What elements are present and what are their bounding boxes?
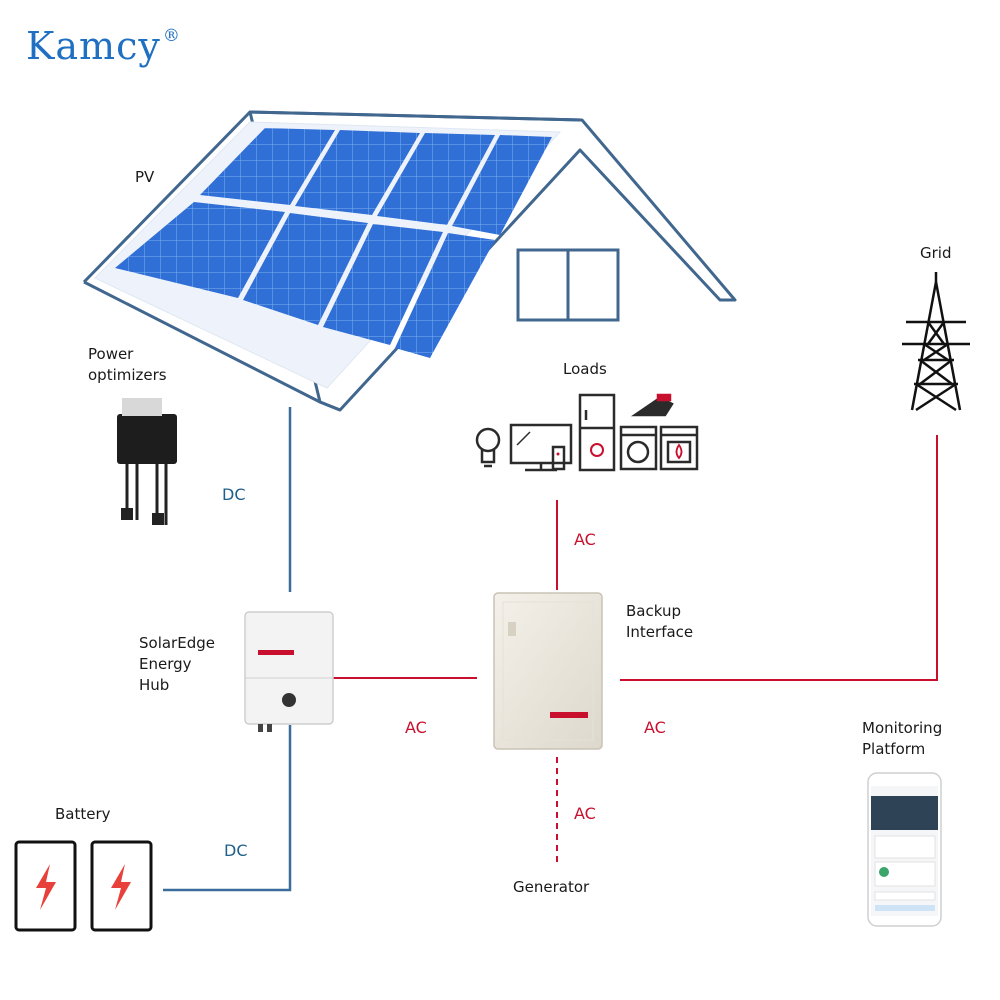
energy-hub-label: SolarEdge Energy Hub [139, 634, 215, 694]
grid-label: Grid [920, 244, 952, 262]
brand-name: Kamcy [26, 24, 161, 68]
monitor-icon [509, 423, 573, 472]
pv-panel [295, 130, 420, 215]
dc-label-bottom: DC [224, 841, 248, 860]
iron-icon [630, 393, 674, 417]
energy-hub-inverter [244, 611, 334, 732]
oven-icon [659, 425, 699, 471]
ac-label-loads: AC [574, 530, 596, 549]
ac-label-hub: AC [405, 718, 427, 737]
dc-label-top: DC [222, 485, 246, 504]
monitoring-phone [867, 772, 942, 927]
battery-label: Battery [55, 805, 111, 823]
lightning-bolt-icon [36, 864, 56, 910]
pv-panel [377, 133, 495, 225]
pv-panel [323, 224, 443, 345]
generator-label: Generator [513, 878, 590, 896]
house-window [516, 248, 620, 322]
remote-icon [551, 445, 566, 471]
ac-line-grid [620, 435, 938, 681]
pv-panel [452, 135, 552, 235]
pv-panel [115, 202, 285, 298]
brand-logo: Kamcy® [26, 24, 181, 68]
washing-machine-icon [619, 425, 658, 471]
ac-label-grid: AC [644, 718, 666, 737]
refrigerator-icon [578, 393, 616, 472]
pv-array [94, 121, 562, 389]
battery-pack [14, 840, 153, 932]
registered-mark: ® [162, 26, 181, 46]
backup-interface-label: Backup Interface [626, 602, 694, 641]
loads-label: Loads [563, 360, 607, 378]
pv-panel [395, 233, 495, 358]
transmission-tower-icon [902, 272, 970, 412]
monitoring-platform-label: Monitoring Platform [862, 719, 943, 758]
loads-icons [475, 393, 699, 472]
pv-panel [243, 213, 368, 325]
lightning-bolt-icon [111, 864, 131, 910]
power-optimizers-label: Power optimizers [88, 345, 167, 384]
light-bulb-icon [475, 427, 501, 468]
backup-interface-box [493, 592, 603, 750]
ac-label-generator: AC [574, 804, 596, 823]
pv-panel [200, 128, 335, 205]
dc-line-battery [163, 725, 292, 892]
power-optimizer [117, 398, 177, 525]
pv-label: PV [135, 168, 155, 186]
